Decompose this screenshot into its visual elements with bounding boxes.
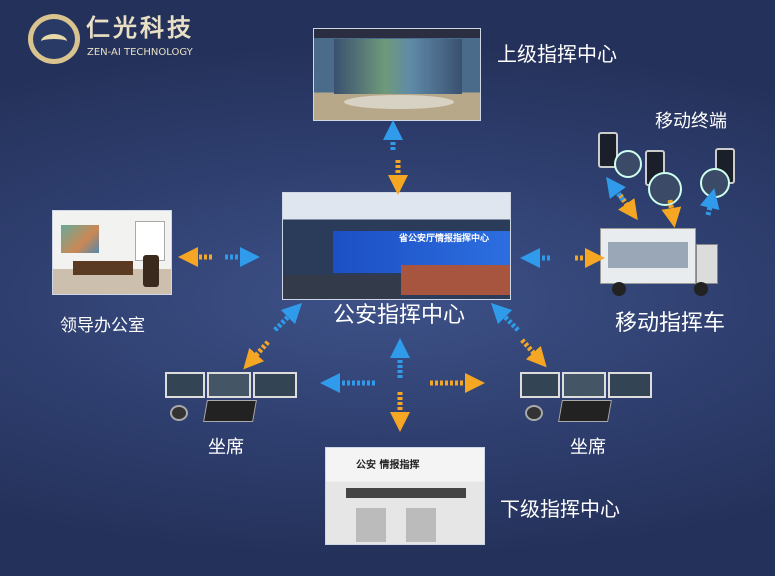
officer-avatar: [614, 150, 642, 178]
arrow-diag-blue: [490, 302, 520, 332]
arrow-phone-orange: [617, 193, 638, 221]
central-center-label: 公安指挥中心: [333, 303, 466, 328]
mobile-terminal-label: 移动终端: [655, 111, 727, 132]
lower-center-image: 公安 情报指挥: [325, 447, 485, 545]
lower-center-sign: 公安 情报指挥: [356, 460, 420, 471]
vehicle-label: 移动指挥车: [615, 311, 726, 336]
logo-icon: [28, 14, 80, 64]
seat-left-label: 坐席: [208, 437, 244, 458]
seat-right-label: 坐席: [570, 437, 606, 458]
upper-center-image: [313, 28, 481, 121]
phone-icon: [598, 132, 618, 168]
arrow-phone-blue: [606, 176, 626, 202]
central-screen-text: 省公安厅情报指挥中心: [399, 234, 490, 244]
central-center-image: 省公安厅情报指挥中心: [282, 192, 511, 300]
logo-name-cn: 仁光科技: [86, 14, 194, 42]
lower-center-label: 下级指挥中心: [500, 497, 620, 521]
office-label: 领导办公室: [60, 316, 145, 336]
arrow-phone-orange: [661, 199, 682, 228]
upper-center-label: 上级指挥中心: [497, 42, 617, 66]
officer-avatar: [648, 172, 682, 206]
logo-name-en: ZEN-AI TECHNOLOGY: [87, 47, 193, 58]
arrow-diag-orange: [243, 340, 270, 370]
vehicle-image: [598, 222, 720, 300]
office-image: [52, 210, 172, 295]
arrow-phone-blue: [699, 188, 720, 216]
arrow-diag-blue: [273, 302, 303, 332]
arrow-diag-orange: [520, 338, 547, 368]
